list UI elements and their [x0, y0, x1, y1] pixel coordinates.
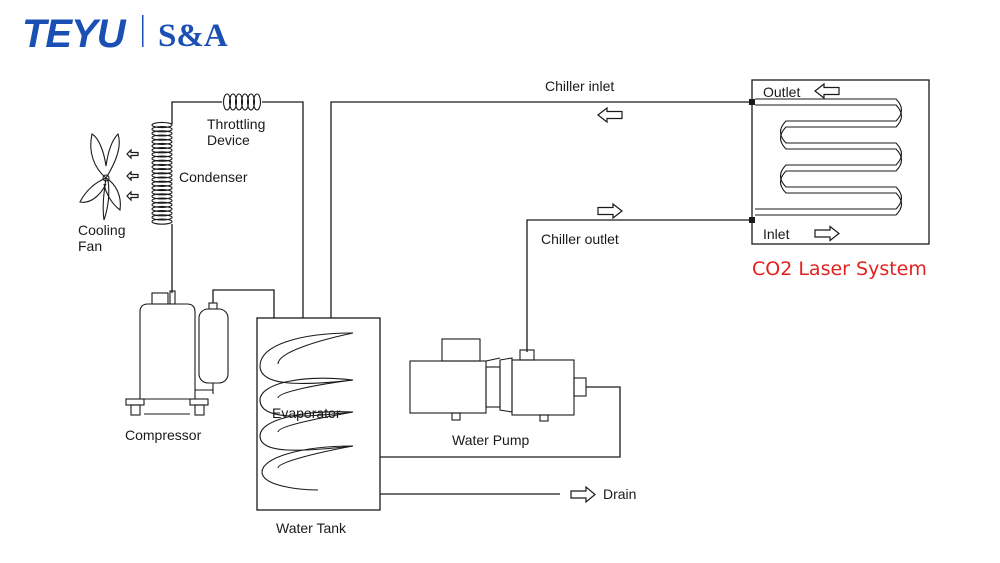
- laser-inlet-arrow-right-icon: [814, 225, 840, 242]
- chiller-outlet-label: Chiller outlet: [541, 231, 619, 247]
- throttling-label-line2: Device: [207, 132, 250, 148]
- laser-outlet-label: Outlet: [763, 84, 800, 100]
- condenser-coil-icon: [151, 121, 173, 225]
- chiller-inlet-arrow-left-icon: [597, 106, 623, 124]
- condenser-label: Condenser: [179, 169, 248, 185]
- water-tank-label: Water Tank: [276, 520, 347, 536]
- water-pump-label: Water Pump: [452, 432, 529, 448]
- fan-icon: [79, 132, 121, 221]
- logo-divider: [142, 15, 144, 47]
- water-pipes: [330, 101, 752, 495]
- water-tank: [256, 317, 381, 511]
- drain-label: Drain: [603, 486, 636, 502]
- airflow-arrows: [126, 148, 139, 202]
- throttling-device-coil-icon: [222, 93, 262, 111]
- compressor: [125, 290, 229, 416]
- logo-teyu: TEYU: [22, 12, 127, 56]
- logo: TEYU S&A: [22, 12, 228, 56]
- drain-arrow-right-icon: [570, 485, 596, 504]
- cooling-fan-label-line1: Cooling: [78, 222, 125, 238]
- evaporator-label: Evaporator: [272, 405, 341, 421]
- laser-serpentine-coil: [755, 98, 903, 216]
- laser-outlet-arrow-left-icon: [814, 82, 840, 100]
- logo-sa: S&A: [158, 18, 228, 54]
- laser-inlet-label: Inlet: [763, 226, 790, 242]
- laser-system-title: CO2 Laser System: [752, 258, 927, 280]
- water-pump: [409, 338, 587, 422]
- chiller-outlet-arrow-right-icon: [597, 202, 623, 220]
- chiller-inlet-label: Chiller inlet: [545, 78, 614, 94]
- laser-system: [749, 79, 930, 245]
- refrigerant-pipes: [171, 101, 304, 318]
- throttling-label-line1: Throttling: [207, 116, 265, 132]
- compressor-label: Compressor: [125, 427, 202, 443]
- cooling-fan-label-line2: Fan: [78, 238, 102, 254]
